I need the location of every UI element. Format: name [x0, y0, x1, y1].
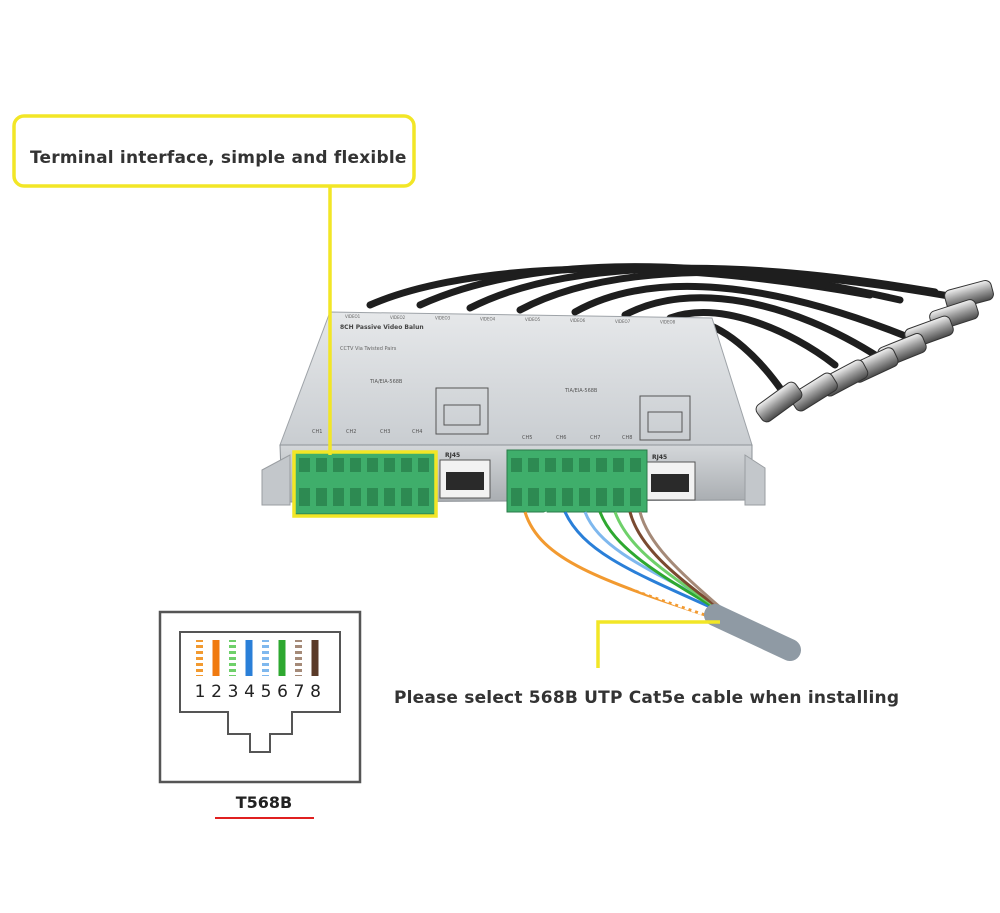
- standard-left-label: TIA/EIA-568B: [369, 379, 403, 385]
- channel-label: CH6: [556, 435, 566, 441]
- terminal-screw: [367, 458, 378, 472]
- terminal-slot: [384, 488, 395, 506]
- terminal-screw: [630, 458, 641, 472]
- pin-number: 1: [194, 682, 206, 702]
- channel-label: CH7: [590, 435, 600, 441]
- pin-wire: [311, 640, 319, 676]
- terminal-slot: [333, 488, 344, 506]
- terminal-slot: [528, 488, 539, 506]
- bottom-callout-frame: [596, 620, 720, 668]
- terminal-screw: [545, 458, 556, 472]
- terminal-screw: [384, 458, 395, 472]
- terminal-slot: [596, 488, 607, 506]
- t568b-title: T568B: [235, 793, 293, 812]
- terminal-block-left: [294, 451, 436, 515]
- pin-number: 4: [244, 682, 255, 702]
- pin-wire-stripe: [262, 640, 269, 676]
- terminal-slot: [613, 488, 624, 506]
- video-cables: [366, 263, 964, 392]
- terminal-screw: [350, 458, 361, 472]
- video-label: VIDEO3: [435, 316, 451, 321]
- pin-wire-stripe: [295, 640, 302, 676]
- terminal-slot: [579, 488, 590, 506]
- device-subtitle: CCTV Via Twisted Pairs: [340, 346, 397, 352]
- pin-number: 7: [293, 682, 305, 702]
- video-label: VIDEO8: [660, 320, 676, 325]
- pin-wire: [245, 640, 253, 676]
- device-name: 8CH Passive Video Balun: [340, 324, 424, 331]
- pin-number: 5: [260, 682, 272, 702]
- t568b-diagram: [158, 610, 362, 784]
- pin-wire-stripe: [196, 640, 203, 676]
- terminal-slot: [418, 488, 429, 506]
- channel-label: CH8: [622, 435, 632, 441]
- video-label: VIDEO4: [480, 316, 496, 321]
- pin-number: 2: [211, 682, 222, 702]
- pin-wire-stripe: [229, 640, 236, 676]
- terminal-screw: [401, 458, 412, 472]
- terminal-block-right: [506, 449, 648, 513]
- cat5e-cable-jacket: [704, 604, 801, 661]
- terminal-screw: [562, 458, 573, 472]
- terminal-screw: [316, 458, 327, 472]
- channel-label: CH3: [380, 429, 390, 435]
- bnc-connectors: [755, 279, 994, 423]
- channel-label: CH1: [312, 429, 322, 435]
- bottom-callout-text: Please select 568B UTP Cat5e cable when …: [394, 688, 900, 708]
- standard-right-label: TIA/EIA-568B: [564, 388, 598, 394]
- video-label: VIDEO7: [615, 319, 631, 324]
- terminal-screw: [613, 458, 624, 472]
- terminal-screw: [418, 458, 429, 472]
- pin-number: 3: [227, 682, 239, 702]
- video-label: VIDEO5: [525, 317, 541, 322]
- terminal-screw: [579, 458, 590, 472]
- channel-label: CH5: [522, 435, 532, 441]
- terminal-slot: [401, 488, 412, 506]
- pin-number: 6: [277, 682, 288, 702]
- terminal-slot: [350, 488, 361, 506]
- channel-label: CH2: [346, 429, 356, 435]
- terminal-screw: [528, 458, 539, 472]
- balun-box: 8CH Passive Video Balun CCTV Via Twisted…: [261, 311, 766, 515]
- video-label: VIDEO6: [570, 318, 586, 323]
- terminal-screw: [596, 458, 607, 472]
- channel-label: CH4: [412, 429, 422, 435]
- video-label: VIDEO2: [390, 315, 406, 320]
- video-label: VIDEO1: [345, 314, 361, 319]
- top-callout-text: Terminal interface, simple and flexible: [30, 148, 407, 168]
- pin-wire: [278, 640, 286, 676]
- terminal-slot: [630, 488, 641, 506]
- terminal-slot: [299, 488, 310, 506]
- terminal-screw: [299, 458, 310, 472]
- terminal-slot: [316, 488, 327, 506]
- terminal-slot: [545, 488, 556, 506]
- rj45-label-right: RJ45: [652, 454, 667, 461]
- terminal-screw: [511, 458, 522, 472]
- pin-wire: [212, 640, 220, 676]
- rj45-label-left: RJ45: [445, 452, 460, 459]
- top-callout-frame: [12, 114, 438, 518]
- terminal-slot: [367, 488, 378, 506]
- terminal-slot: [562, 488, 573, 506]
- pin-number: 8: [310, 682, 321, 702]
- terminal-slot: [511, 488, 522, 506]
- terminal-screw: [333, 458, 344, 472]
